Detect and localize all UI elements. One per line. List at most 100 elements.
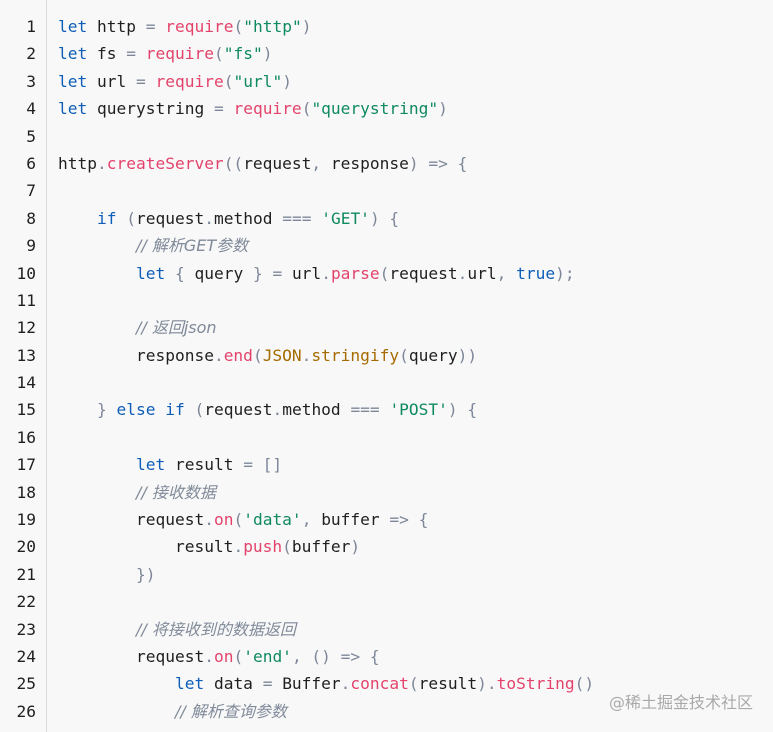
code-text: request.on('end', () => { (58, 643, 380, 670)
code-text: result.push(buffer) (58, 533, 360, 560)
code-text: let querystring = require("querystring") (58, 95, 448, 122)
code-token: . (272, 400, 283, 420)
indent (58, 264, 136, 283)
indent (58, 674, 175, 693)
code-token: http (58, 153, 97, 173)
code-text: request.on('data', buffer => { (58, 506, 428, 533)
line-number: 3 (26, 71, 36, 91)
code-text: let data = Buffer.concat(result).toStrin… (58, 670, 594, 697)
code-line: 21 }) (0, 561, 773, 588)
line-number: 16 (16, 427, 37, 447)
code-token: }) (135, 564, 156, 584)
code-token: ( (233, 510, 244, 530)
code-token: result (165, 455, 244, 475)
code-line: 26 // 解析查询参数 (0, 698, 773, 725)
code-token: 'data' (243, 510, 302, 530)
code-token: ( (301, 99, 312, 119)
code-text: // 返回json (58, 314, 217, 341)
code-token: if (96, 208, 117, 228)
code-token: ) (350, 537, 361, 557)
line-number: 26 (16, 701, 37, 721)
line-number: 6 (26, 153, 36, 173)
indent (58, 236, 136, 255)
code-token: http (87, 17, 146, 36)
code-line: 9 // 解析GET参数 (0, 232, 773, 259)
code-text: if (request.method === 'GET') { (58, 205, 399, 232)
code-text: let { query } = url.parse(request.url, t… (58, 260, 575, 287)
code-token: on (213, 510, 234, 530)
code-token: data (204, 674, 263, 694)
code-line: 13 response.end(JSON.stringify(query)) (0, 342, 773, 369)
code-token: , (311, 153, 331, 173)
line-number: 4 (26, 99, 36, 119)
code-text: // 解析GET参数 (58, 232, 248, 259)
code-token: ) (438, 99, 448, 119)
code-token: "fs" (223, 44, 263, 64)
code-line: 4 let querystring = require("querystring"… (0, 95, 773, 122)
code-token: let (135, 263, 166, 283)
code-token: . (301, 345, 312, 365)
code-token: ( (116, 208, 136, 228)
code-token: end (223, 345, 253, 365)
code-token: request (135, 208, 205, 228)
line-number: 23 (16, 619, 37, 639)
code-token: result (418, 674, 478, 694)
code-token: = (126, 44, 136, 64)
code-token: === (282, 208, 312, 228)
code-token (380, 400, 390, 419)
code-line: 19 request.on('data', buffer => { (0, 506, 773, 533)
code-token: parse (330, 263, 380, 283)
code-token: query (194, 263, 244, 283)
code-token: () (574, 674, 595, 694)
code-token: . (340, 674, 351, 694)
code-token: ) => { (408, 153, 468, 173)
code-token: querystring (87, 99, 214, 119)
code-token: } = (243, 263, 292, 283)
code-token: 'POST' (389, 400, 448, 420)
code-token: toString (496, 674, 575, 694)
code-token: let (58, 17, 88, 36)
code-token: { (165, 263, 195, 283)
code-token: ). (477, 674, 497, 694)
code-token: . (321, 263, 331, 283)
code-line: 25 let data = Buffer.concat(result).toSt… (0, 670, 773, 697)
code-token: request (135, 646, 205, 666)
indent (58, 400, 97, 419)
code-token: request (204, 400, 273, 420)
code-token: , (301, 510, 322, 530)
indent (58, 702, 175, 721)
indent (58, 455, 136, 474)
indent (58, 537, 175, 556)
line-number: 13 (16, 345, 37, 365)
code-text: // 接收数据 (58, 479, 216, 506)
code-token: 'end' (243, 646, 292, 666)
code-token: let (135, 455, 166, 475)
line-number-gutter (0, 0, 47, 732)
code-token: ( (223, 71, 234, 91)
code-token: url (87, 71, 136, 91)
code-token (155, 17, 165, 36)
code-comment: // 接收数据 (135, 482, 216, 502)
line-number: 7 (26, 181, 36, 201)
code-token: request (243, 153, 312, 173)
watermark: @稀土掘金技术社区 (608, 693, 753, 712)
line-number: 22 (16, 592, 37, 612)
code-token: ) (301, 17, 312, 36)
code-token: ) (262, 44, 273, 64)
indent (58, 318, 136, 337)
line-number: 2 (26, 44, 36, 64)
code-token: url (467, 263, 497, 283)
code-token (311, 209, 321, 228)
line-number: 8 (26, 208, 36, 228)
code-token: buffer (321, 510, 390, 530)
indent (58, 510, 136, 529)
code-token (224, 99, 234, 118)
code-token: , (496, 263, 517, 283)
code-text: response.end(JSON.stringify(query)) (58, 342, 477, 369)
code-token: request (135, 510, 205, 530)
line-number: 14 (16, 373, 37, 393)
code-token: => { (389, 510, 429, 530)
code-token: JSON (262, 345, 302, 365)
code-comment: // 解析GET参数 (135, 236, 249, 256)
